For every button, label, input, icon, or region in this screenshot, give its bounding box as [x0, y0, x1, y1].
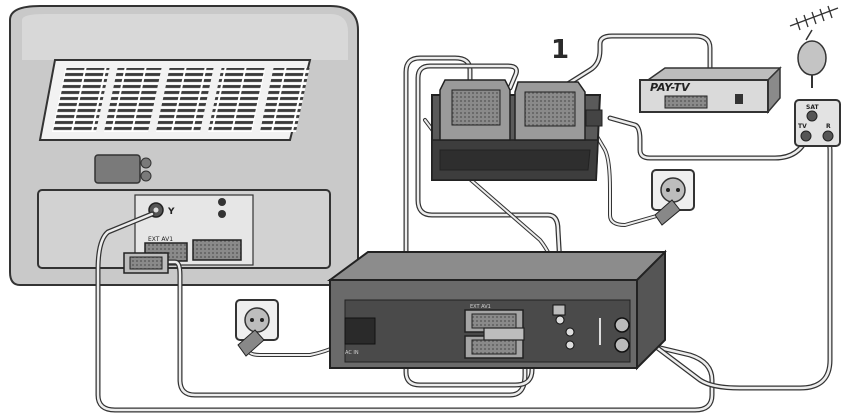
wall-outlet-right	[651, 169, 695, 226]
scart-splitter-box	[431, 79, 603, 181]
tv-antenna-label: Y	[167, 207, 175, 217]
vcr-recorder: AC IN EXT AV1	[326, 249, 667, 371]
vcr-audio-jack	[565, 340, 575, 350]
vcr-audio-jack	[555, 315, 565, 325]
callout-number: 1	[551, 35, 569, 65]
sat-label: SAT	[806, 104, 819, 111]
pay-tv-label: PAY-TV	[650, 81, 691, 94]
vcr-power-label: AC IN	[345, 350, 359, 356]
vcr-power-socket	[344, 317, 376, 345]
splitter-scart-plug-2	[514, 81, 586, 141]
power-plug	[237, 329, 265, 357]
satellite-dish	[797, 29, 827, 88]
scart-plug	[123, 252, 169, 274]
vcr-audio-jack	[565, 327, 575, 337]
vcr-scart-label: EXT AV1	[470, 304, 491, 310]
vcr-rf-out-jack	[614, 337, 630, 353]
tv-audio-jack	[218, 198, 226, 206]
sat-r-label: R	[826, 123, 831, 130]
wall-outlet-left	[235, 299, 279, 357]
vcr-video-plug	[552, 304, 566, 316]
splitter-side-connector	[585, 109, 603, 127]
tv-scart-socket-2	[192, 239, 242, 261]
tv-label-plate	[94, 154, 141, 184]
vcr-rf-in-jack	[614, 317, 630, 333]
splitter-scart-plug-1	[439, 79, 511, 141]
pay-tv-decoder: PAY-TV	[639, 66, 782, 115]
terrestrial-antenna	[789, 5, 839, 31]
television: Y EXT AV1	[9, 5, 359, 286]
power-cable-splitter	[590, 126, 662, 227]
sat-r-jack	[822, 130, 834, 142]
tv-vent-grille	[51, 68, 310, 132]
tv-audio-jack	[218, 210, 226, 218]
satellite-receiver-plate: SAT TV R	[794, 99, 841, 147]
tv-scart-label: EXT AV1	[148, 236, 173, 243]
pay-tv-scart-socket	[664, 95, 708, 109]
power-plug	[654, 199, 681, 226]
pay-tv-power-socket	[735, 94, 743, 104]
sat-tv-label: TV	[798, 123, 807, 130]
scart-plug	[483, 327, 525, 341]
sat-in-jack	[806, 110, 818, 122]
sat-tv-jack	[800, 130, 812, 142]
